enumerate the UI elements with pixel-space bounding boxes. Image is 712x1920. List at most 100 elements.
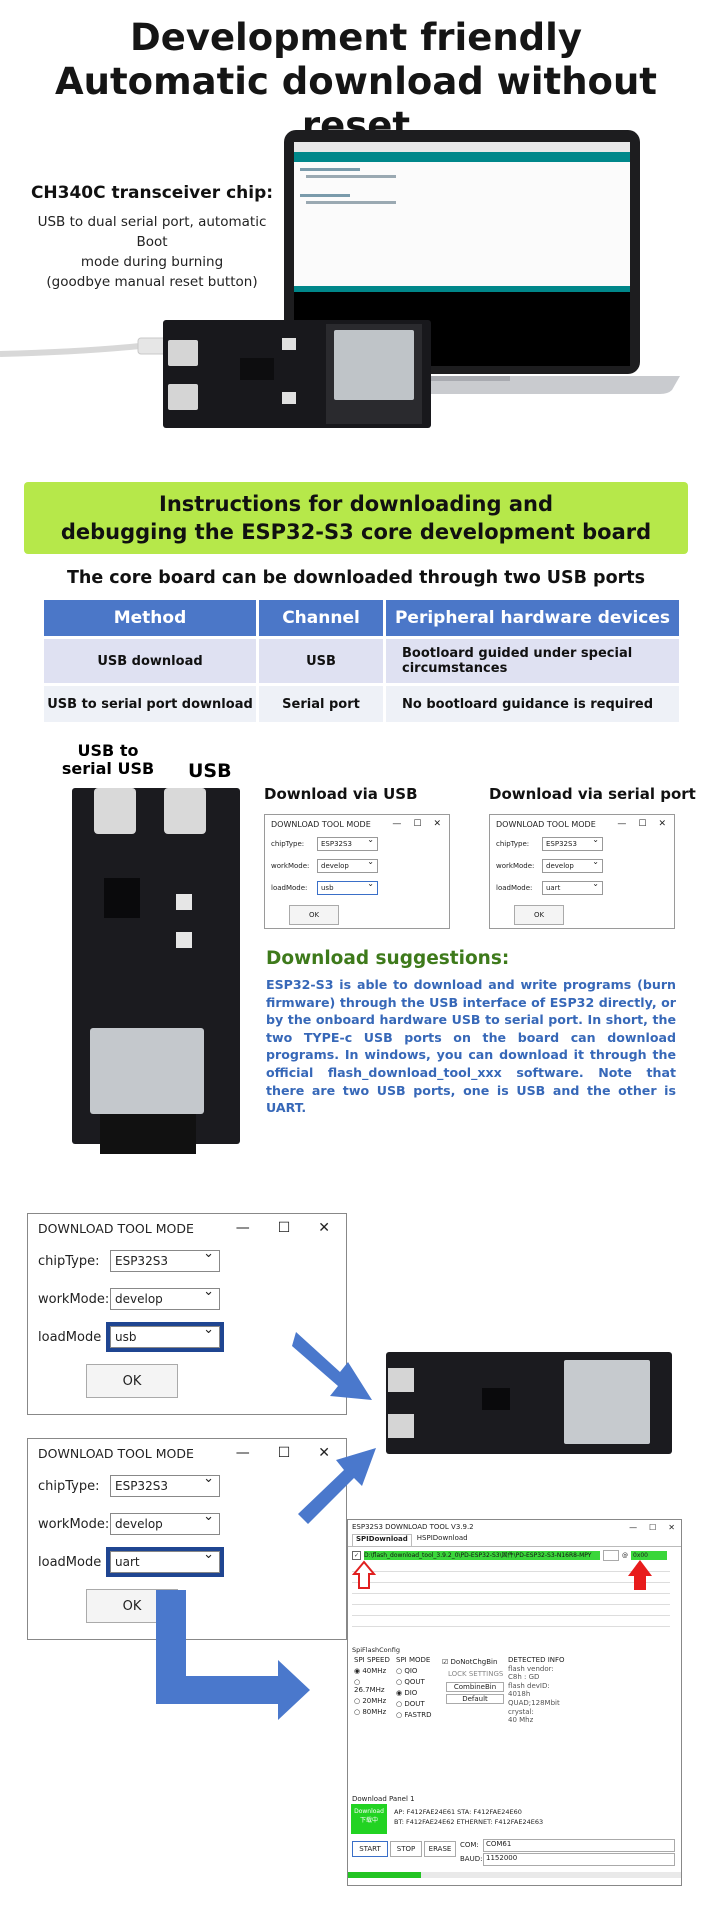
page-title-line2: Automatic download without reset [55,60,657,147]
list-item[interactable] [352,1594,670,1605]
list-item: ✓ D:\flash_download_tool_3.9.2_0\PD-ESP3… [352,1550,670,1561]
loadmode-select[interactable]: uart [106,1547,224,1577]
chip-desc-line2: mode during burning [80,254,224,270]
list-item[interactable] [352,1583,670,1594]
maximize-icon[interactable]: ☐ [649,1522,657,1532]
minimize-icon[interactable]: — [235,1220,250,1236]
small-window-serial: DOWNLOAD TOOL MODE —☐✕ chipType:ESP32S3 … [489,814,675,929]
close-icon[interactable]: ✕ [433,819,441,829]
baud-select[interactable]: 1152000 [483,1853,675,1866]
tool-titlebar: ESP32S3 DOWNLOAD TOOL V3.9.2 —☐✕ [348,1520,681,1534]
close-icon[interactable]: ✕ [318,1220,330,1236]
header-channel: Channel [259,600,383,636]
radio-qio[interactable]: ○ QIO [396,1667,418,1675]
window-title: DOWNLOAD TOOL MODE [271,819,371,829]
maximize-icon[interactable]: ☐ [277,1445,291,1461]
methods-table: Method Channel Peripheral hardware devic… [41,597,682,725]
combine-bin-button[interactable]: CombineBin [446,1682,504,1692]
lock-settings-button[interactable]: LOCK SETTINGS [448,1670,504,1678]
chip-description: USB to dual serial port, automatic Boot … [20,212,284,292]
chiptype-label: chipType: [496,840,530,848]
window-titlebar: DOWNLOAD TOOL MODE —☐✕ [28,1214,346,1242]
file-checkbox[interactable]: ✓ [352,1551,361,1560]
maximize-icon[interactable]: ☐ [638,819,647,829]
ok-button[interactable]: OK [514,905,564,925]
label-usb: USB [188,760,232,782]
suggestions-title: Download suggestions: [266,948,510,969]
status-line2: 下载中 [359,1817,378,1824]
workmode-label: workMode: [271,862,310,870]
radio-qout[interactable]: ○ QOUT [396,1678,425,1686]
radio-40mhz[interactable]: ◉ 40MHz [354,1667,387,1675]
esp32-module [564,1360,650,1444]
chiptype-select[interactable]: ESP32S3 [110,1471,220,1497]
donotchgbin-checkbox[interactable]: ☑ DoNotChgBin [442,1658,498,1666]
minimize-icon[interactable]: — [629,1522,638,1532]
detected-line: flash vendor: [508,1664,554,1673]
browse-button[interactable] [603,1550,619,1561]
default-button[interactable]: Default [446,1694,504,1704]
workmode-select[interactable]: develop [110,1509,220,1535]
ok-button[interactable]: OK [86,1364,178,1398]
table-cell: Serial port [259,686,383,722]
com-select[interactable]: COM61 [483,1839,675,1852]
file-path-input[interactable]: D:\flash_download_tool_3.9.2_0\PD-ESP32-… [364,1551,600,1560]
loadmode-label: loadMode [38,1329,102,1345]
tab-spi-download[interactable]: SPIDownload [352,1534,412,1546]
maximize-icon[interactable]: ☐ [277,1220,291,1236]
up-arrow-red-icon [628,1560,652,1590]
loadmode-select[interactable]: uart [542,879,603,895]
detected-info-label: DETECTED INFO [508,1656,565,1664]
start-button[interactable]: START [352,1841,388,1857]
address-input[interactable]: 0x00 [631,1551,667,1560]
radio-26mhz[interactable]: ○ 26.7MHz [354,1678,385,1694]
usb-c-port-serial [94,788,136,834]
table-row: USB download USB Bootloard guided under … [44,639,679,683]
close-icon[interactable]: ✕ [318,1445,330,1461]
minimize-icon[interactable]: — [617,819,627,829]
ch340c-chip [104,878,140,918]
workmode-label: workMode: [38,1291,110,1307]
list-item[interactable] [352,1616,670,1627]
download-panel-label: Download Panel 1 [352,1795,415,1803]
radio-dout[interactable]: ○ DOUT [396,1700,425,1708]
label-usb-serial: USB to serial USB [61,741,155,778]
radio-fastrd[interactable]: ○ FASTRD [396,1711,432,1719]
dev-board-top [163,320,431,428]
radio-label: QIO [404,1667,418,1675]
close-icon[interactable]: ✕ [668,1522,675,1532]
baud-label: BAUD: [460,1855,483,1863]
usb-c-port [388,1414,414,1438]
laptop-board-illustration [0,130,680,428]
flash-download-tool: ESP32S3 DOWNLOAD TOOL V3.9.2 —☐✕ SPIDown… [347,1519,682,1886]
progress-bar [348,1872,681,1878]
table-cell: USB [259,639,383,683]
workmode-select[interactable]: develop [317,857,378,873]
list-item[interactable] [352,1605,670,1616]
erase-button[interactable]: ERASE [424,1841,456,1857]
loadmode-select[interactable]: usb [317,879,378,895]
ok-button[interactable]: OK [289,905,339,925]
chiptype-select[interactable]: ESP32S3 [110,1246,220,1272]
minimize-icon[interactable]: — [392,819,402,829]
workmode-label: workMode: [496,862,535,870]
tab-hspi-download[interactable]: HSPIDownload [416,1534,468,1542]
radio-20mhz[interactable]: ○ 20MHz [354,1697,387,1705]
chiptype-select[interactable]: ESP32S3 [542,835,603,851]
stop-button[interactable]: STOP [390,1841,422,1857]
close-icon[interactable]: ✕ [658,819,666,829]
maximize-icon[interactable]: ☐ [413,819,422,829]
list-item[interactable] [352,1561,670,1572]
chiptype-select[interactable]: ESP32S3 [317,835,378,851]
table-cell: No bootloard guidance is required [386,686,679,722]
com-label: COM: [460,1841,479,1849]
workmode-select[interactable]: develop [542,857,603,873]
radio-80mhz[interactable]: ○ 80MHz [354,1708,387,1716]
loadmode-select[interactable]: usb [106,1322,224,1352]
minimize-icon[interactable]: — [235,1445,250,1461]
at-icon: @ [622,1552,628,1559]
window-title: DOWNLOAD TOOL MODE [496,819,596,829]
radio-dio[interactable]: ◉ DIO [396,1689,418,1697]
workmode-select[interactable]: develop [110,1284,220,1310]
list-item[interactable] [352,1572,670,1583]
